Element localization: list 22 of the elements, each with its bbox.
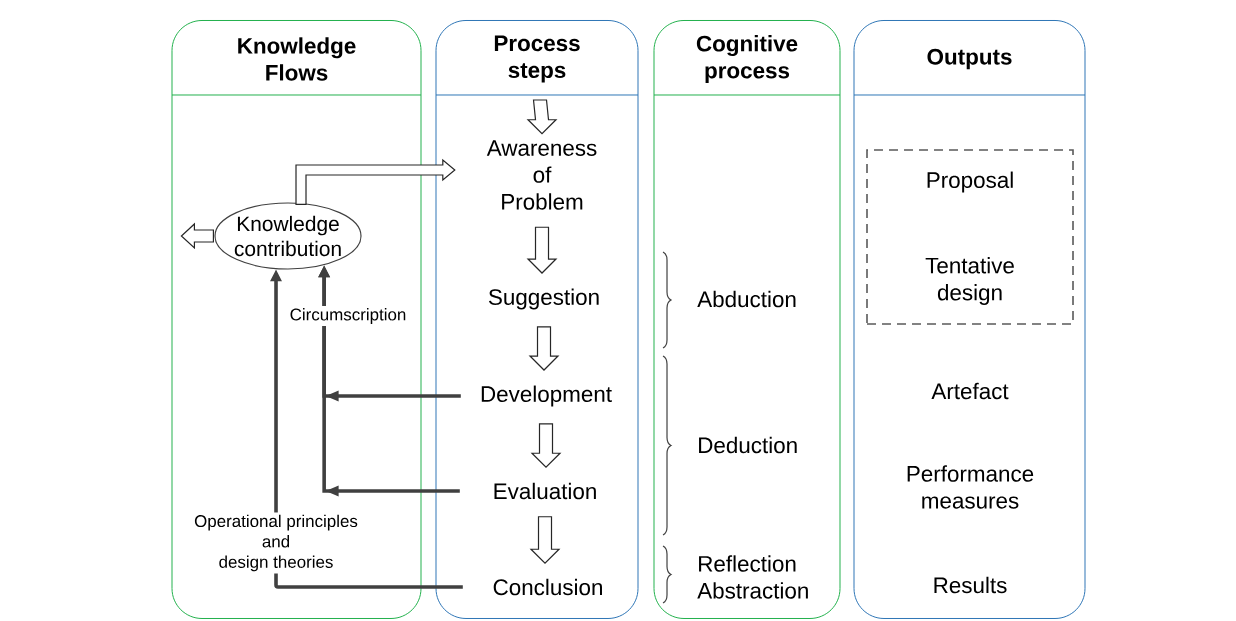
note-text: Operational principles and design theories [194,514,358,572]
cognitive-label: Reflection Abstraction [697,555,808,599]
output-label: Results [934,576,1007,594]
cognitive-label: Deduction [699,436,797,454]
step-text: Suggestion [488,288,599,310]
step-text: Development [481,385,612,407]
block-arrow [295,158,456,205]
block-arrow [180,222,214,250]
block-arrow [526,99,558,135]
output-label: Artefact [931,382,1009,400]
step-text: Conclusion [493,578,602,596]
block-arrow [529,516,561,565]
block-arrow [530,423,562,469]
block-arrow [528,326,560,371]
edge-label: Circumscription [287,306,409,326]
dashed-box: Proposal Tentative design [866,149,1074,325]
output-label: Performance measures [907,465,1034,509]
step-text: Awareness of Problem [486,140,597,210]
block-arrow [526,226,558,274]
cognitive-label: Abduction [697,290,796,308]
step-text: Evaluation [494,482,596,500]
ellipse-node: Knowledge contribution [214,202,362,270]
